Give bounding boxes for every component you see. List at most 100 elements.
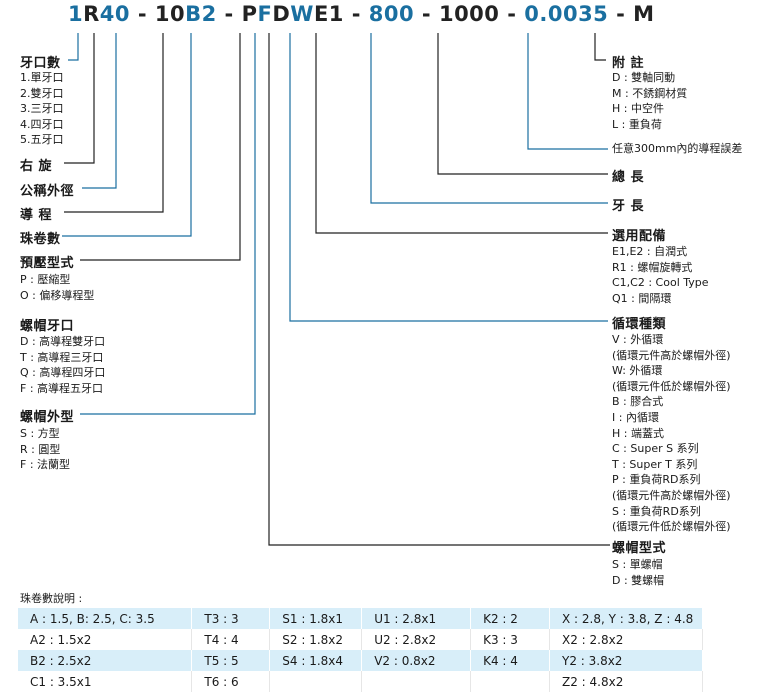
list-item: P : 重負荷RD系列 bbox=[612, 473, 701, 487]
line-preload bbox=[80, 33, 241, 261]
list-item: H : 中空件 bbox=[612, 102, 664, 116]
nut-shape-list: S : 方型 R : 圓型 F : 法蘭型 bbox=[20, 426, 70, 473]
list-item: 5.五牙口 bbox=[20, 133, 64, 147]
code-part: - bbox=[414, 2, 439, 26]
code-part: - bbox=[343, 2, 369, 26]
table-cell: S4 : 1.8x4 bbox=[269, 650, 363, 671]
turns-label: 珠卷數 bbox=[20, 232, 61, 247]
lead-error-label: 任意300mm內的導程誤差 bbox=[612, 142, 743, 155]
list-item: (循環元件高於螺帽外徑) bbox=[612, 488, 731, 502]
list-item: B : 膠合式 bbox=[612, 395, 664, 409]
line-accessories bbox=[315, 33, 608, 234]
table-row: A2 : 1.5x2 T4 : 4 S2 : 1.8x2 U2 : 2.8x2 … bbox=[18, 629, 704, 650]
list-item: D : 高導程雙牙口 bbox=[20, 335, 106, 348]
list-item: 3.三牙口 bbox=[20, 102, 64, 116]
code-part: B2 bbox=[185, 2, 217, 26]
list-item: D : 雙螺帽 bbox=[612, 573, 665, 587]
line-threads bbox=[68, 33, 79, 61]
table-cell: V2 : 0.8x2 bbox=[361, 650, 472, 671]
lead-label: 導 程 bbox=[20, 208, 53, 223]
right-hand-label: 右 旋 bbox=[20, 159, 53, 174]
table-cell: K2 : 2 bbox=[470, 608, 550, 629]
list-item: 1.單牙口 bbox=[20, 71, 64, 84]
code-part: - bbox=[608, 2, 634, 26]
code-part: M bbox=[633, 2, 655, 26]
table-cell: X2 : 2.8x2 bbox=[549, 629, 704, 650]
code-part: - bbox=[216, 2, 242, 26]
code-part: - bbox=[499, 2, 525, 26]
list-item: W: 外循環 bbox=[612, 364, 663, 378]
list-item: S : 重負荷RD系列 bbox=[612, 504, 701, 518]
nut-type-list: S : 單螺帽 D : 雙螺帽 bbox=[612, 557, 664, 588]
preload-list: P : 壓縮型 O : 偏移導程型 bbox=[20, 272, 94, 303]
line-nominal-od bbox=[82, 33, 117, 189]
table-cell: X : 2.8, Y : 3.8, Z : 4.8 bbox=[549, 608, 704, 629]
table-cell: K3 : 3 bbox=[470, 629, 550, 650]
total-length-label: 總 長 bbox=[612, 170, 645, 185]
code-part: 10 bbox=[154, 2, 186, 26]
line-nut-type bbox=[268, 33, 610, 546]
code-part: 1000 bbox=[438, 2, 500, 26]
thread-length-label: 牙 長 bbox=[612, 199, 645, 214]
code-part: - bbox=[130, 2, 155, 26]
nut-shape-title: 螺帽外型 bbox=[20, 410, 75, 425]
table-cell bbox=[269, 671, 363, 692]
turns-note: 珠卷數說明 : bbox=[20, 592, 83, 605]
list-item: I : 內循環 bbox=[612, 410, 659, 424]
nut-type-title: 螺帽型式 bbox=[612, 541, 667, 556]
list-item: Q : 高導程四牙口 bbox=[20, 366, 106, 380]
code-part: F bbox=[257, 2, 273, 26]
list-item: V : 外循環 bbox=[612, 333, 664, 346]
line-circulation bbox=[289, 33, 608, 322]
line-lead-error bbox=[527, 33, 608, 150]
threads-title: 牙口數 bbox=[20, 56, 61, 71]
code-part: 0.0035 bbox=[524, 2, 609, 26]
list-item: P : 壓縮型 bbox=[20, 273, 71, 286]
list-item: M : 不銹鋼材質 bbox=[612, 86, 688, 100]
list-item: Q1 : 間隔環 bbox=[612, 291, 672, 305]
table-cell: T4 : 4 bbox=[191, 629, 271, 650]
list-item: S : 單螺帽 bbox=[612, 558, 663, 571]
line-right-hand bbox=[64, 33, 95, 164]
table-cell: U2 : 2.8x2 bbox=[361, 629, 472, 650]
table-cell: S2 : 1.8x2 bbox=[269, 629, 363, 650]
nut-thread-list: D : 高導程雙牙口 T : 高導程三牙口 Q : 高導程四牙口 F : 高導程… bbox=[20, 334, 105, 396]
list-item: L : 重負荷 bbox=[612, 117, 662, 131]
list-item: R : 圓型 bbox=[20, 442, 61, 456]
list-item: R1 : 螺帽旋轉式 bbox=[612, 260, 693, 274]
list-item: D : 雙軸同動 bbox=[612, 71, 676, 84]
table-cell: A : 1.5, B: 2.5, C: 3.5 bbox=[18, 608, 193, 629]
table-cell: C1 : 3.5x1 bbox=[18, 671, 193, 692]
table-cell: S1 : 1.8x1 bbox=[269, 608, 363, 629]
line-remarks bbox=[594, 33, 606, 61]
table-cell: T6 : 6 bbox=[191, 671, 271, 692]
circulation-list: V : 外循環 (循環元件高於螺帽外徑) W: 外循環 (循環元件低於螺帽外徑)… bbox=[612, 332, 731, 535]
table-row: A : 1.5, B: 2.5, C: 3.5 T3 : 3 S1 : 1.8x… bbox=[18, 608, 704, 629]
list-item: F : 高導程五牙口 bbox=[20, 381, 104, 395]
list-item: O : 偏移導程型 bbox=[20, 288, 95, 302]
turns-table: A : 1.5, B: 2.5, C: 3.5 T3 : 3 S1 : 1.8x… bbox=[18, 608, 704, 692]
list-item: C1,C2 : Cool Type bbox=[612, 276, 709, 290]
preload-title: 預壓型式 bbox=[20, 256, 75, 271]
table-cell bbox=[361, 671, 472, 692]
accessories-title: 選用配備 bbox=[612, 229, 667, 244]
list-item: (循環元件低於螺帽外徑) bbox=[612, 520, 731, 534]
table-cell: A2 : 1.5x2 bbox=[18, 629, 193, 650]
table-cell bbox=[470, 671, 550, 692]
threads-list: 1.單牙口 2.雙牙口 3.三牙口 4.四牙口 5.五牙口 bbox=[20, 70, 64, 148]
accessories-list: E1,E2 : 自潤式 R1 : 螺帽旋轉式 C1,C2 : Cool Type… bbox=[612, 244, 709, 306]
line-thread-length bbox=[370, 33, 608, 204]
list-item: F : 法蘭型 bbox=[20, 458, 71, 472]
line-turns bbox=[62, 33, 192, 237]
list-item: T : 高導程三牙口 bbox=[20, 350, 104, 364]
line-total-length bbox=[437, 33, 608, 175]
table-row: B2 : 2.5x2 T5 : 5 S4 : 1.8x4 V2 : 0.8x2 … bbox=[18, 650, 704, 671]
code-part: R bbox=[83, 2, 100, 26]
table-cell: T3 : 3 bbox=[191, 608, 271, 629]
remarks-title: 附 註 bbox=[612, 56, 645, 71]
list-item: 4.四牙口 bbox=[20, 117, 64, 131]
list-item: T : Super T 系列 bbox=[612, 457, 698, 471]
code-part: W bbox=[290, 2, 314, 26]
code-part: D bbox=[272, 2, 291, 26]
line-nut-shape bbox=[80, 33, 256, 415]
